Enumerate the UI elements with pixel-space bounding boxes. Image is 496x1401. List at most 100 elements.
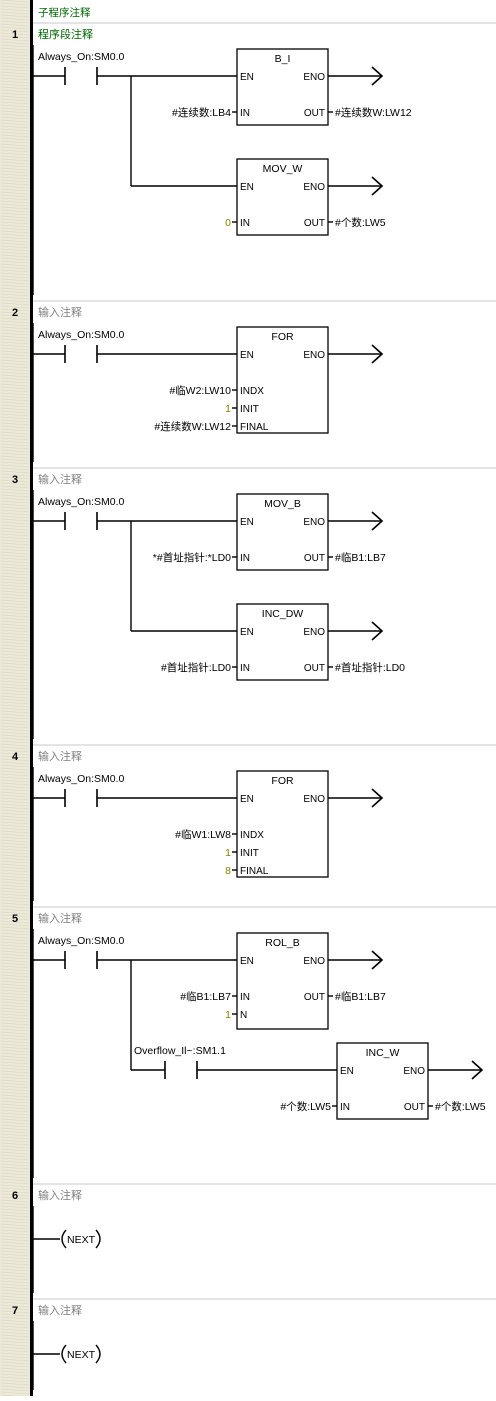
network-comment[interactable]: 输入注释: [38, 305, 82, 319]
gutter-hatch: [0, 338, 30, 342]
next-coil[interactable]: NEXT: [67, 1234, 96, 1246]
gutter-hatch: [0, 167, 30, 171]
gutter-hatch: [0, 956, 30, 960]
input-operand[interactable]: 8: [225, 865, 231, 877]
gutter-hatch: [0, 431, 30, 435]
b-i-box[interactable]: [236, 48, 329, 126]
gutter-hatch: [0, 482, 30, 486]
input-operand[interactable]: #临W1:LW8: [175, 828, 231, 841]
inc-dw-box[interactable]: [236, 603, 329, 681]
network-number[interactable]: 5: [12, 913, 18, 925]
coil-right-paren[interactable]: [95, 1344, 101, 1364]
gutter-hatch: [0, 539, 30, 543]
pin-out: OUT: [304, 218, 325, 229]
network-number[interactable]: 3: [12, 474, 18, 486]
gutter-hatch: [0, 599, 30, 603]
coil-left-paren[interactable]: [61, 1344, 67, 1364]
gutter-hatch: [0, 827, 30, 831]
output-operand[interactable]: #个数:LW5: [335, 216, 386, 229]
gutter-hatch: [0, 926, 30, 930]
network-number[interactable]: 7: [12, 1305, 18, 1317]
network-comment[interactable]: 输入注释: [38, 911, 82, 925]
gutter-hatch: [0, 14, 30, 18]
gutter-hatch: [0, 341, 30, 345]
mov-w-box[interactable]: [236, 158, 329, 236]
for-box[interactable]: [236, 326, 329, 434]
input-operand[interactable]: *#首址指针:*LD0: [153, 551, 231, 564]
network-comment[interactable]: 输入注释: [38, 472, 82, 486]
gutter-hatch: [0, 911, 30, 915]
always-on-contact-label[interactable]: Always_On:SM0.0: [38, 935, 125, 947]
gutter-hatch: [0, 62, 30, 66]
gutter-hatch: [0, 251, 30, 255]
gutter-hatch: [0, 752, 30, 756]
gutter-hatch: [0, 1274, 30, 1278]
gutter-hatch: [0, 1256, 30, 1260]
coil-left-paren[interactable]: [61, 1229, 67, 1249]
input-operand[interactable]: #临B1:LB7: [180, 990, 231, 1003]
output-operand[interactable]: #连续数W:LW12: [335, 106, 412, 119]
gutter-hatch: [0, 959, 30, 963]
gutter-hatch: [0, 1121, 30, 1125]
gutter-hatch: [0, 869, 30, 873]
gutter-hatch: [0, 1157, 30, 1161]
gutter-hatch: [0, 1001, 30, 1005]
gutter-hatch: [0, 461, 30, 465]
gutter-hatch: [0, 605, 30, 609]
coil-right-paren[interactable]: [95, 1229, 101, 1249]
network-comment[interactable]: 输入注释: [38, 1303, 82, 1317]
network-number[interactable]: 6: [12, 1190, 18, 1202]
pin-eno: ENO: [403, 1066, 425, 1077]
gutter-hatch: [0, 35, 30, 39]
gutter-hatch: [0, 257, 30, 261]
input-operand[interactable]: 1: [225, 403, 231, 415]
always-on-contact-label[interactable]: Always_On:SM0.0: [38, 329, 125, 341]
gutter-hatch: [0, 1040, 30, 1044]
subroutine-comment[interactable]: 子程序注释: [38, 6, 91, 19]
gutter-hatch: [0, 803, 30, 807]
input-operand[interactable]: 1: [225, 1009, 231, 1021]
input-operand[interactable]: #临W2:LW10: [169, 384, 231, 397]
input-operand[interactable]: #连续数:LB4: [172, 106, 231, 119]
for-box[interactable]: [236, 770, 329, 878]
gutter-hatch: [0, 719, 30, 723]
mov-b-box[interactable]: [236, 493, 329, 571]
gutter-hatch: [0, 491, 30, 495]
input-operand[interactable]: 0: [225, 217, 231, 229]
always-on-contact-label[interactable]: Always_On:SM0.0: [38, 51, 125, 63]
output-operand[interactable]: #临B1:LB7: [335, 990, 386, 1003]
gutter-hatch: [0, 788, 30, 792]
rol-b-box[interactable]: [236, 932, 329, 1030]
gutter-hatch: [0, 1217, 30, 1221]
gutter-hatch: [0, 368, 30, 372]
gutter-hatch: [0, 374, 30, 378]
next-coil[interactable]: NEXT: [67, 1349, 96, 1361]
gutter-hatch: [0, 572, 30, 576]
gutter-hatch: [0, 1109, 30, 1113]
gutter-hatch: [0, 1148, 30, 1152]
output-operand[interactable]: #首址指针:LD0: [335, 661, 405, 674]
always-on-contact-label[interactable]: Always_On:SM0.0: [38, 773, 125, 785]
mov-w-box-title: MOV_W: [263, 163, 303, 175]
gutter-hatch: [0, 569, 30, 573]
network-comment[interactable]: 输入注释: [38, 749, 82, 763]
gutter-hatch: [0, 608, 30, 612]
gutter-hatch: [0, 221, 30, 225]
output-operand[interactable]: #个数:LW5: [435, 1100, 486, 1113]
output-operand[interactable]: #临B1:LB7: [335, 551, 386, 564]
always-on-contact-label[interactable]: Always_On:SM0.0: [38, 496, 125, 508]
inc-w-box[interactable]: [336, 1042, 429, 1120]
input-operand[interactable]: #连续数W:LW12: [154, 420, 231, 433]
network-comment[interactable]: 程序段注释: [38, 27, 93, 41]
gutter-hatch: [0, 1010, 30, 1014]
network-number[interactable]: 4: [12, 751, 19, 763]
gutter-hatch: [0, 665, 30, 669]
input-operand[interactable]: 1: [225, 847, 231, 859]
gutter-hatch: [0, 1211, 30, 1215]
overflow-contact-label[interactable]: Overflow_Il~:SM1.1: [134, 1045, 226, 1057]
network-comment[interactable]: 输入注释: [38, 1188, 82, 1202]
input-operand[interactable]: #个数:LW5: [280, 1100, 331, 1113]
network-number[interactable]: 2: [12, 307, 18, 319]
network-number[interactable]: 1: [12, 29, 18, 41]
input-operand[interactable]: #首址指针:LD0: [161, 661, 231, 674]
